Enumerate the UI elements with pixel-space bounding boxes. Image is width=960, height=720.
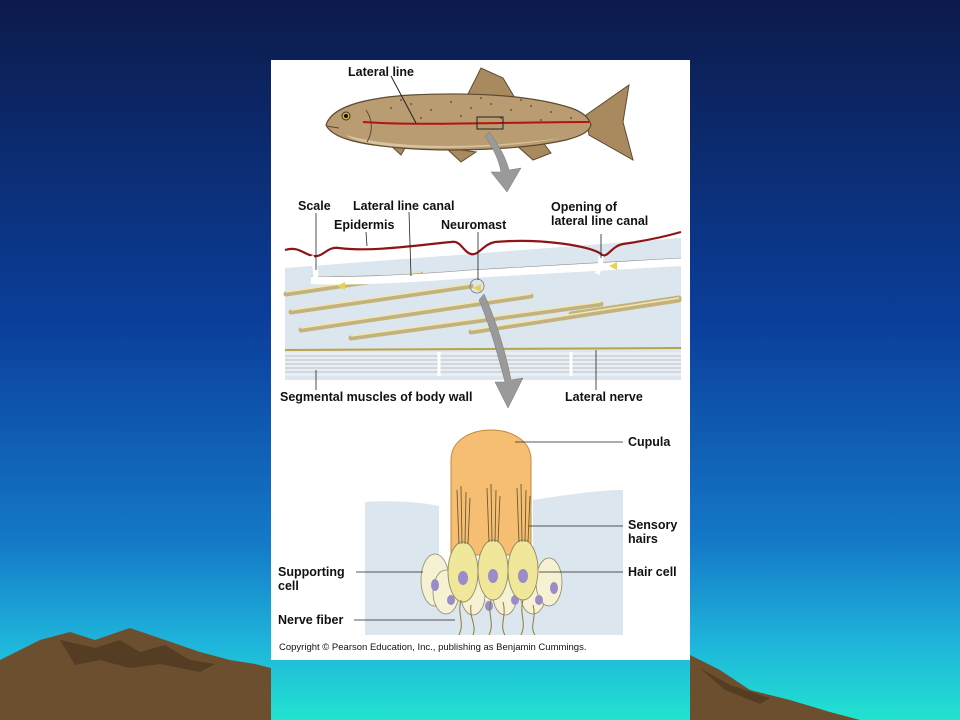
fish-spots [390,97,572,125]
label-opening-of-lateral-line-canal: Opening of lateral line canal [551,200,649,228]
mountains-right-shade [700,668,770,704]
nerve-fibers [458,599,536,636]
zoom-arrow-1 [484,131,522,193]
mountains-right [690,655,860,720]
neuromast-zoom-circle [469,278,485,294]
neuromasts-small [337,262,617,292]
epithelium-base [365,600,623,635]
neuromast-detail [354,429,623,636]
lateral-nerve-line [284,347,682,351]
label-leaders-detail [354,441,623,621]
lateral-line-diagram [283,67,682,636]
label-epidermis: Epidermis [334,218,395,232]
label-cupula: Cupula [628,435,671,449]
label-lateral-line-canal: Lateral line canal [353,199,455,213]
sensory-hair-bundles [456,483,531,545]
lateral-line-leader [390,75,417,124]
fish-belly [346,135,561,148]
label-supporting-cell: Supporting cell [278,565,345,593]
copyright-notice: Copyright © Pearson Education, Inc., pub… [279,642,587,653]
lateral-line-zoom-box [476,116,504,130]
trout-illustration [325,67,634,163]
mountains-ridge-shade [60,640,215,672]
label-nerve-fiber: Nerve fiber [278,613,344,627]
label-hair-cell: Hair cell [628,565,677,579]
hair-cell-nuclei [458,569,528,585]
label-lateral-line: Lateral line [348,65,414,79]
fish-body [325,93,592,151]
label-lateral-nerve: Lateral nerve [565,390,643,404]
fish-pupil [344,114,348,118]
scale-flap [308,254,319,281]
label-sensory-hairs: Sensory hairs [628,518,678,546]
zoom-arrow-2 [478,293,524,409]
fish-mouth [325,125,340,129]
gill-line [365,109,372,143]
lateral-line-red [362,121,590,125]
label-segmental-muscles: Segmental muscles of body wall [280,390,473,404]
tail-fin [585,83,634,162]
figure-panel: Lateral line Scale Lateral line canal Ep… [271,60,690,660]
epidermis-line [284,230,682,258]
muscle-fiber-highlights [285,271,680,337]
label-leaders-section [315,211,602,390]
label-neuromast: Neuromast [441,218,507,232]
myosepta [437,352,573,376]
segmental-muscle-lines [285,355,681,373]
label-scale: Scale [298,199,331,213]
supporting-cell-nuclei [431,579,558,611]
